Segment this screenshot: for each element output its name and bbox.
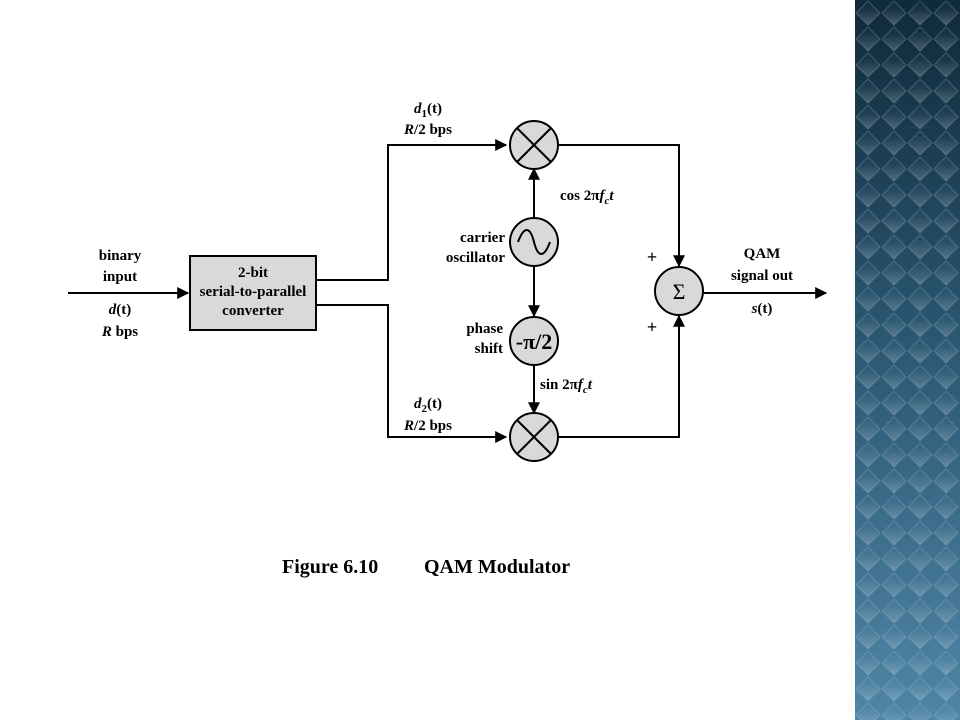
figure-title: QAM Modulator [424,556,570,578]
top-mixer [509,120,559,170]
d1-signal-label: d1(t) [414,101,442,120]
summing-junction: Σ [654,266,704,316]
top-mixer-to-sum-line [558,144,685,268]
plus-bottom: + [647,317,657,337]
output-label-line1: QAM [744,246,781,262]
sine-wave-icon [517,229,551,255]
bottom-mixer [509,412,559,462]
input-label-line2: input [103,269,137,285]
figure-number: Figure 6.10 [282,556,378,578]
plus-top: + [647,247,657,267]
d2-rate-label: R/2 bps [403,418,452,434]
phase-shift-value: -π/2 [516,329,553,354]
converter-label-line1: 2-bit [238,265,268,281]
connection-lines [68,139,828,443]
bottom-mixer-to-sum-line [558,314,685,438]
decorative-side-panel [855,0,960,720]
converter-label-line2: serial-to-parallel [200,284,307,300]
carrier-label-line2: oscillator [446,250,505,266]
carrier-label-line1: carrier [460,230,505,246]
serial-to-parallel-converter: 2-bit serial-to-parallel converter [189,255,317,331]
output-label-line2: signal out [731,268,793,284]
input-label-line1: binary [99,248,142,264]
phase-label-line2: shift [475,341,503,357]
sum-icon: Σ [673,279,686,304]
lower-branch-line [316,304,508,443]
d2-signal-label: d2(t) [414,396,442,415]
cos-carrier-label: cos 2πfct [560,188,614,207]
input-signal-label: d(t) [109,302,132,318]
input-rate-label: R bps [101,324,138,340]
d1-rate-label: R/2 bps [403,122,452,138]
phase-label-line1: phase [466,321,503,337]
sin-carrier-label: sin 2πfct [540,377,593,396]
phase-shifter: -π/2 [509,316,559,366]
output-signal-label: s(t) [751,301,773,317]
converter-label-line3: converter [222,303,284,319]
upper-branch-line [316,139,508,281]
carrier-oscillator [509,217,559,267]
